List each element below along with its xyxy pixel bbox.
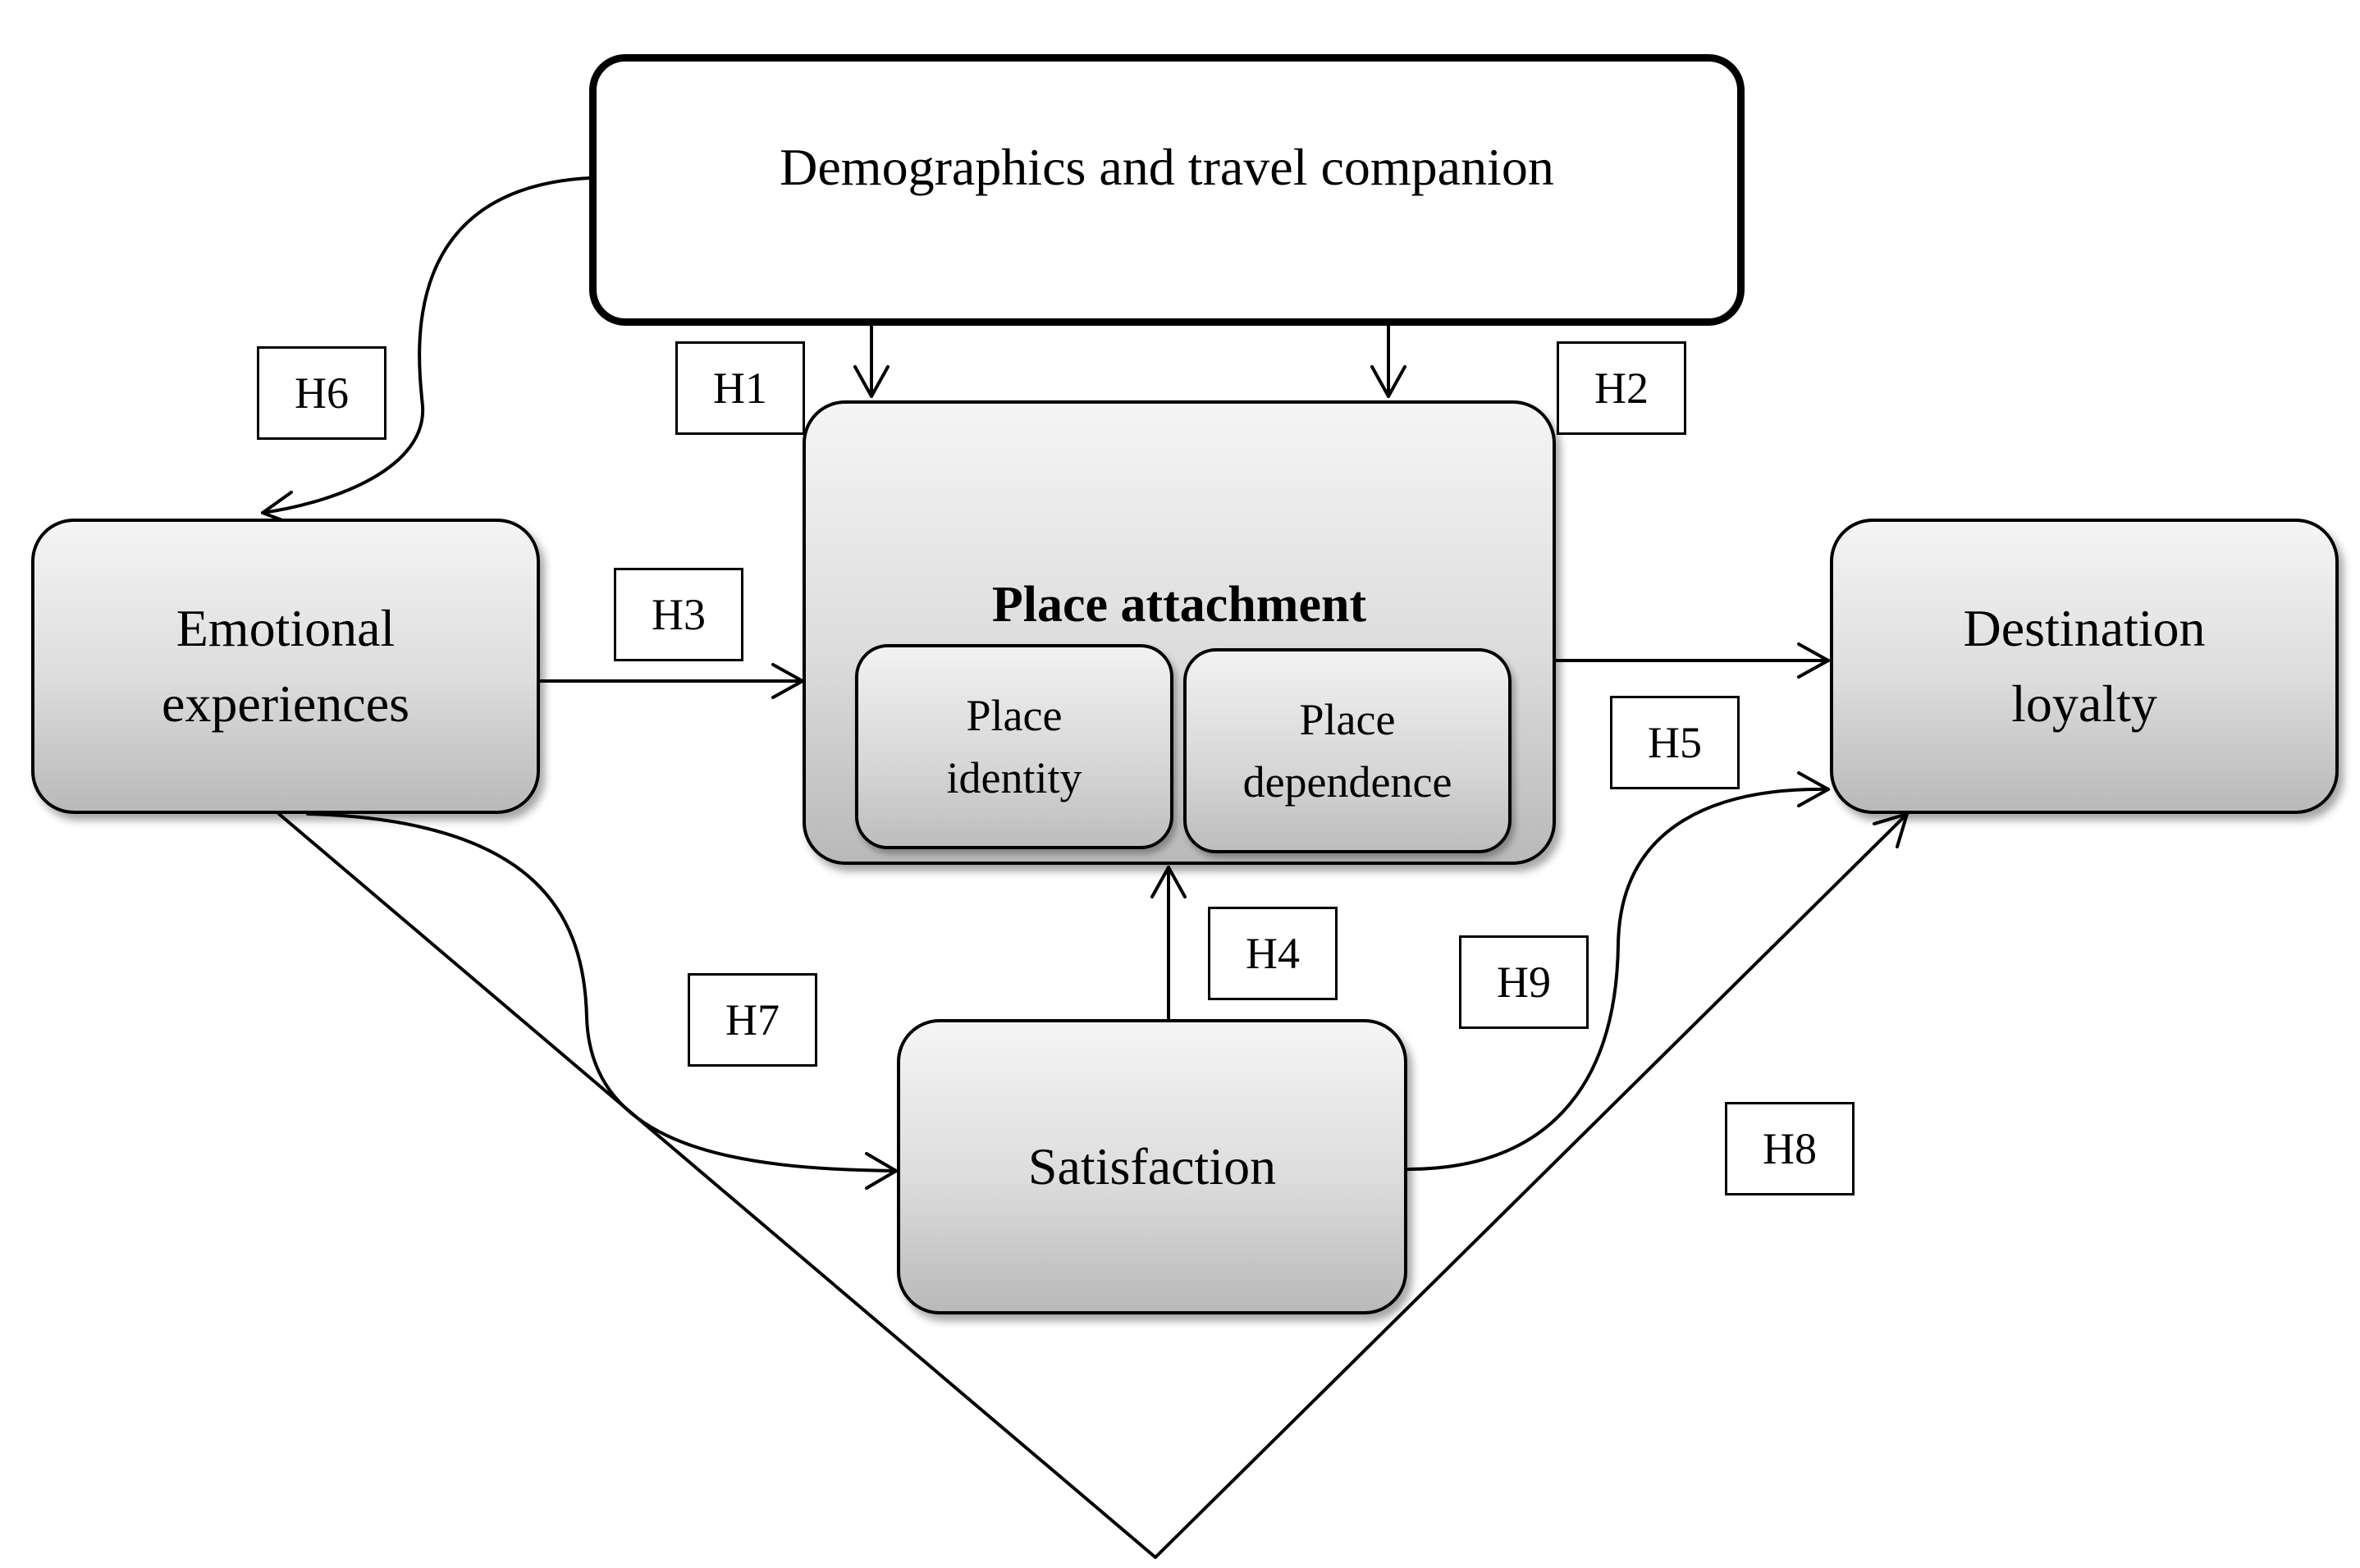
- destination-loyalty-line-2: loyalty: [2011, 674, 2157, 733]
- place-attachment-label: Place attachment: [991, 577, 1367, 633]
- hypothesis-h8: H8: [1725, 1102, 1855, 1195]
- place-dependence-construct: Place dependence: [1183, 648, 1512, 853]
- path-h6: [261, 176, 591, 514]
- arrowhead-h7: [865, 1152, 898, 1190]
- emotional-experiences-construct: Emotional experiences: [31, 519, 540, 814]
- emotional-label-line-1: Emotional: [176, 599, 396, 657]
- arrowhead-h4: [1150, 866, 1187, 898]
- path-h7: [306, 812, 898, 1173]
- arrowhead-h1: [853, 365, 890, 398]
- hypothesis-h1: H1: [675, 341, 805, 435]
- hypothesis-h7: H7: [688, 973, 817, 1067]
- hypothesis-h5: H5: [1610, 696, 1740, 789]
- place-dependence-line-2: dependence: [1242, 757, 1452, 807]
- path-h9: [1406, 787, 1830, 1171]
- place-identity-construct: Place identity: [855, 644, 1173, 849]
- arrowhead-h9: [1797, 771, 1830, 807]
- hypothesis-h4: H4: [1208, 907, 1338, 1000]
- destination-loyalty-construct: Destination loyalty: [1830, 519, 2339, 814]
- arrowhead-h5: [1797, 642, 1830, 679]
- place-identity-line-2: identity: [946, 753, 1082, 802]
- hypothesis-h9: H9: [1459, 935, 1589, 1029]
- arrowhead-h8: [1873, 812, 1909, 848]
- arrowhead-h2: [1370, 365, 1406, 398]
- place-dependence-line-1: Place: [1299, 695, 1396, 744]
- satisfaction-construct: Satisfaction: [897, 1019, 1407, 1314]
- hypothesis-h3: H3: [614, 568, 743, 661]
- place-identity-label: Place identity: [947, 684, 1082, 809]
- demographics-label: Demographics and travel companion: [780, 137, 1554, 196]
- satisfaction-label: Satisfaction: [1027, 1137, 1277, 1195]
- place-identity-line-1: Place: [966, 691, 1063, 740]
- hypothesis-h6: H6: [257, 346, 386, 440]
- destination-loyalty-label: Destination loyalty: [1963, 591, 2205, 742]
- path-h8: [277, 812, 1909, 1559]
- hypothesis-h2: H2: [1557, 341, 1686, 435]
- emotional-label-line-2: experiences: [161, 674, 410, 733]
- destination-loyalty-line-1: Destination: [1963, 599, 2206, 657]
- emotional-experiences-label: Emotional experiences: [162, 591, 409, 742]
- place-dependence-label: Place dependence: [1243, 688, 1452, 813]
- demographics-construct: Demographics and travel companion: [589, 54, 1745, 326]
